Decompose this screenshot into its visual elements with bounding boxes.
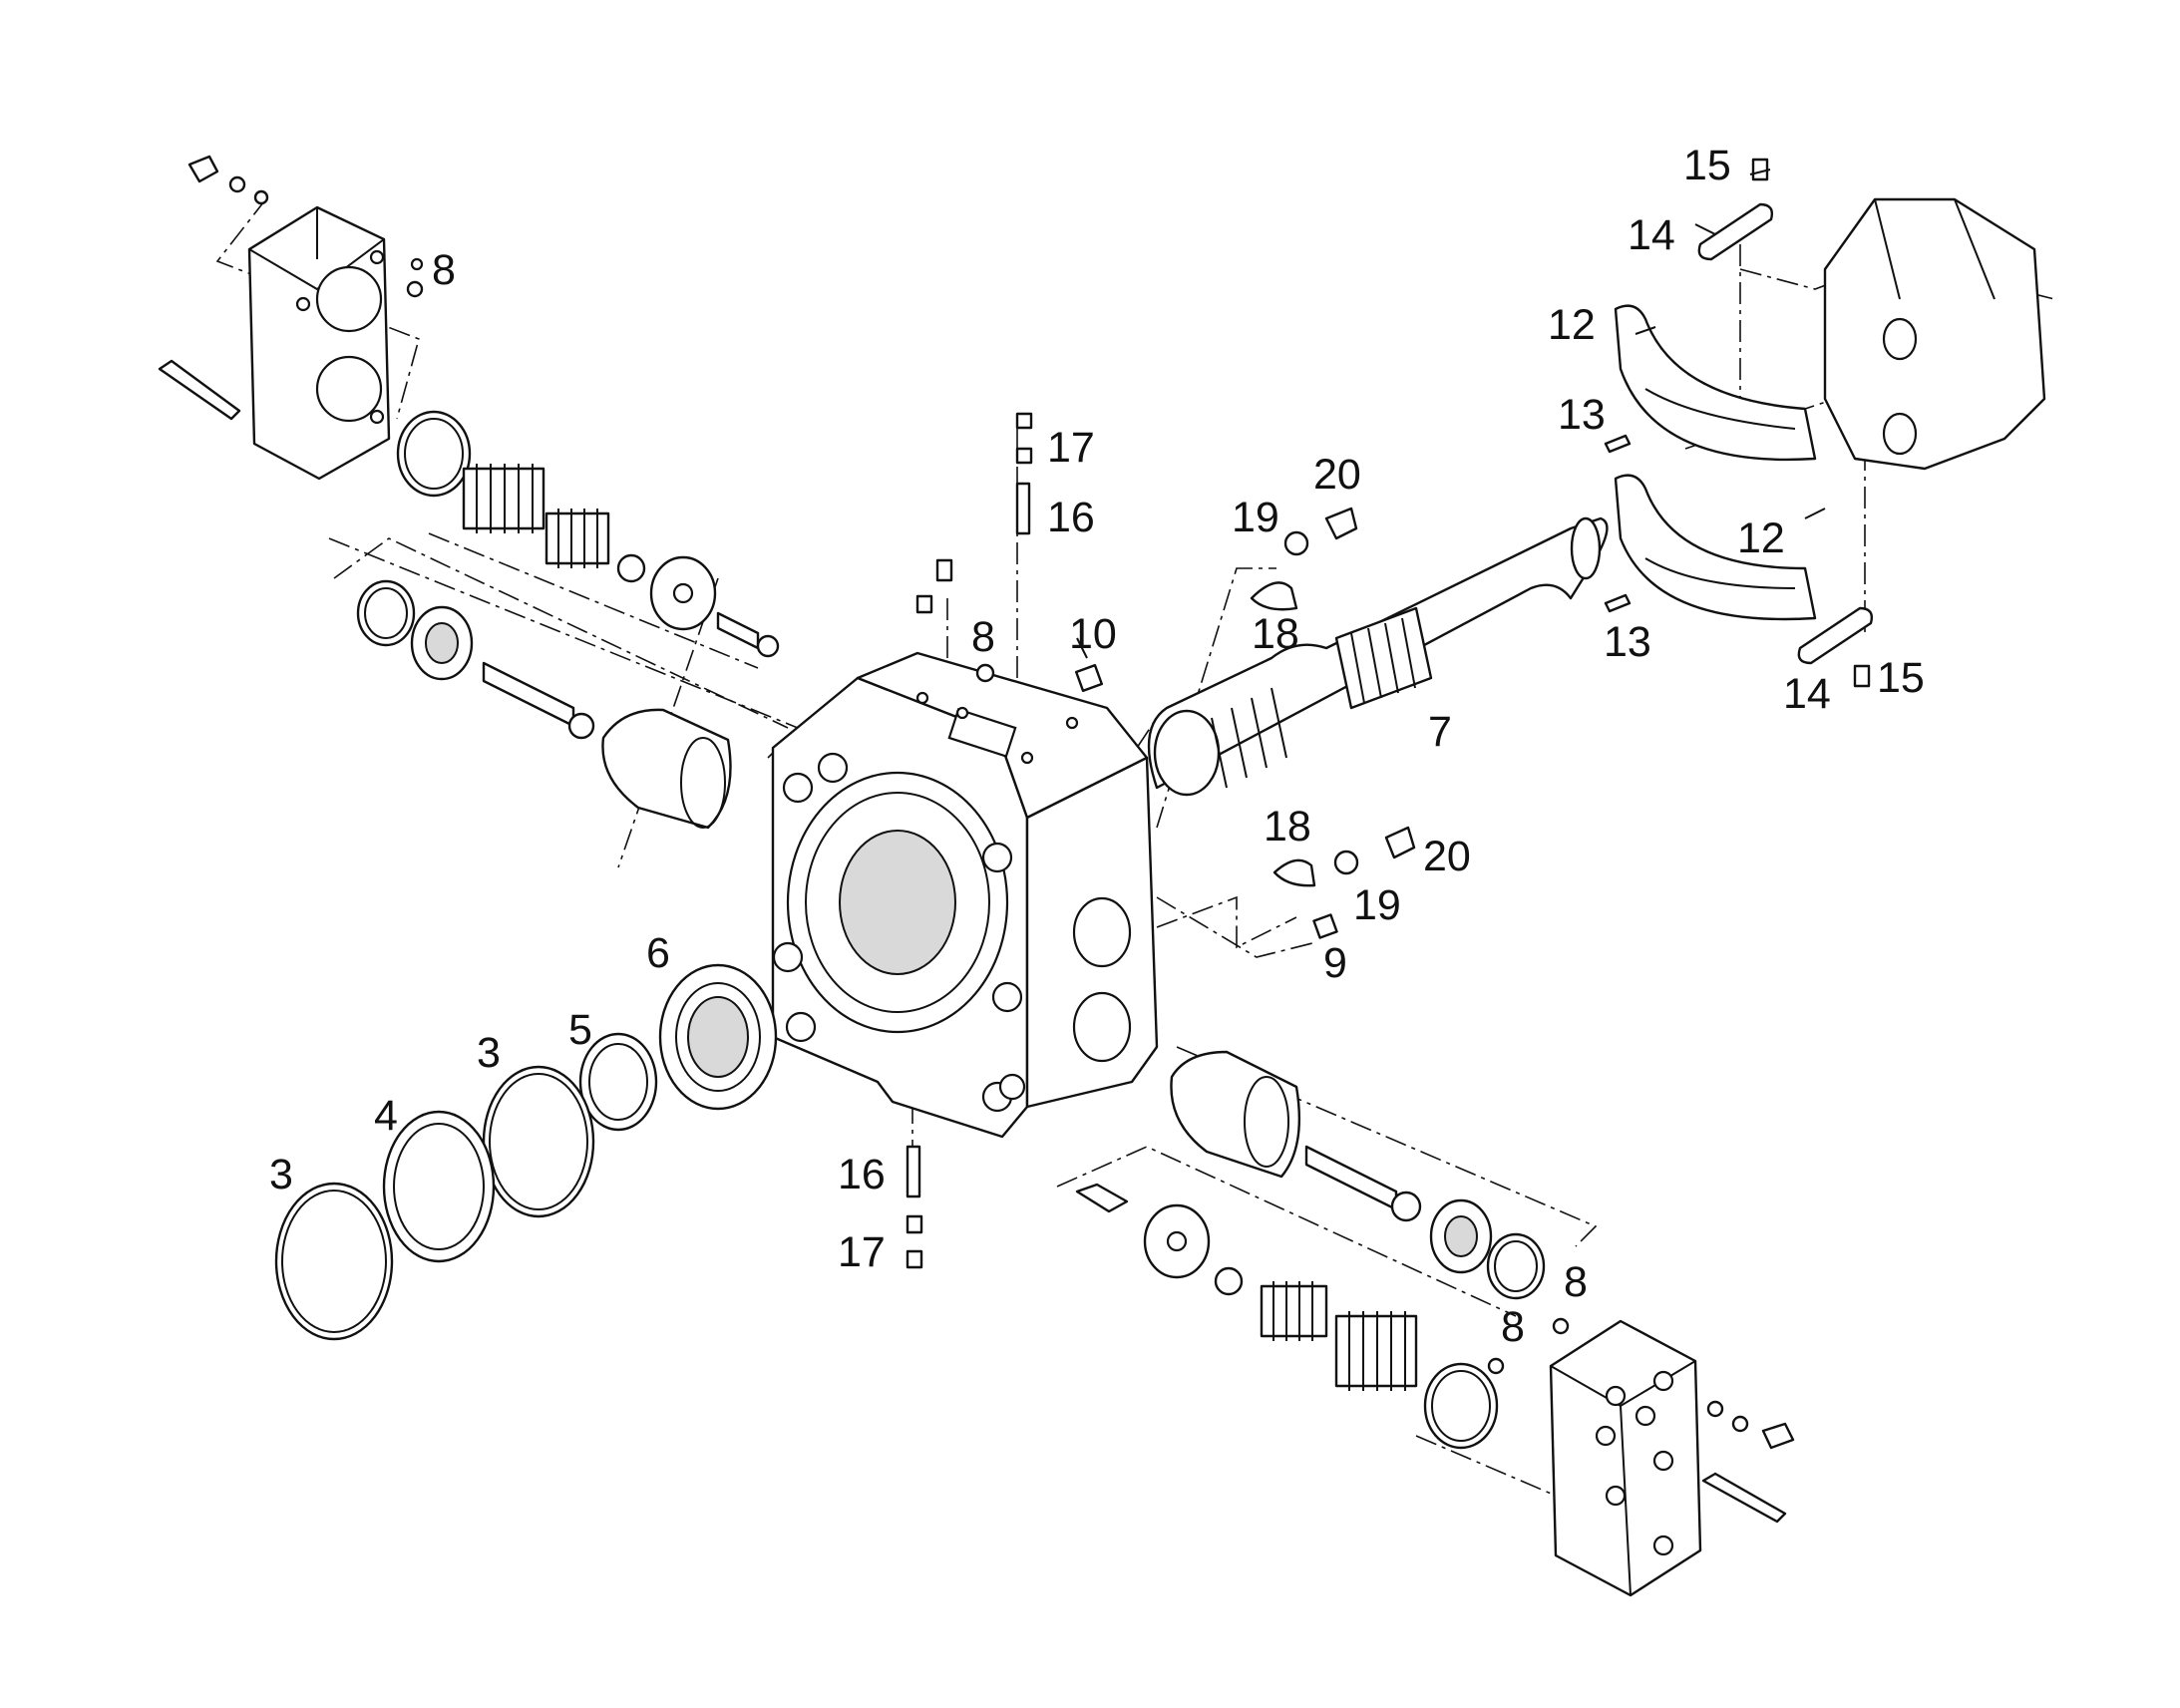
segment-12-upper [1614,304,1817,462]
shaft-spline-end [1153,709,1221,797]
bearing-ring-stack [274,963,778,1341]
o-ring-8-lower-b [1487,1357,1505,1375]
key-18-lower [1272,858,1316,887]
screw-15-lower [1853,664,1871,688]
washer-19-lower [1333,850,1359,875]
pin-17-top [1015,412,1033,430]
upper-spring-small [545,512,610,565]
callout-8: 8 [1564,1258,1588,1306]
callout-19: 19 [1353,881,1401,929]
lower-piston-sleeve [1170,1050,1301,1179]
lower-o-ring [1423,1362,1499,1450]
upper-cover-plate [247,205,391,481]
screw-20-lower [1384,826,1416,859]
swash-assembly [1604,158,2046,688]
callout-4: 4 [374,1092,398,1140]
lower-screw [1075,1183,1129,1213]
upper-left-cover-assembly [158,155,780,658]
lower-seal-ring [1486,1232,1546,1300]
lower-cover-plate [1549,1319,1702,1597]
lower-cap-screw [1761,1422,1795,1450]
callout-10: 10 [1069,610,1117,658]
callout-20: 20 [1423,833,1471,880]
callout-16: 16 [838,1151,886,1198]
callout-15: 15 [1683,142,1731,189]
plug-10 [1074,663,1104,693]
upper-piston-sleeve [601,708,732,830]
lower-right-assembly [406,280,1795,1597]
o-ring-8-housing [975,663,995,683]
screw-15-upper [1751,158,1769,181]
callouts: 15 14 12 13 12 13 14 15 8 17 16 20 19 18… [269,142,1925,1351]
lower-spring-small [1260,1284,1328,1338]
o-ring-8-lower-a [1552,1317,1570,1335]
link-14-upper [1697,202,1774,261]
leader-lines [1076,169,1826,659]
callout-9: 9 [1323,939,1347,987]
spacer-ring [382,1110,496,1263]
swash-bracket [1823,197,2046,471]
callout-13: 13 [1604,618,1651,666]
callout-12: 12 [1737,514,1785,562]
housing-side-port-lower [1072,991,1132,1063]
pin-16-bottom [906,1145,921,1198]
callout-3: 3 [477,1029,501,1077]
o-ring-8-upper [406,280,424,298]
callout-18: 18 [1252,610,1299,658]
pin-17-bottom [906,1249,923,1269]
pin-13-lower [1604,593,1632,613]
callout-7: 7 [1428,708,1452,756]
callout-16: 16 [1047,494,1095,541]
callout-12: 12 [1548,301,1596,349]
callout-8: 8 [971,613,995,661]
callout-20: 20 [1313,451,1361,499]
link-14-lower [1797,606,1874,665]
callout-18: 18 [1264,803,1311,851]
snap-ring-lower [274,1182,394,1341]
pin-13-upper [1604,434,1632,454]
pin-16-top [1015,482,1031,535]
callout-8: 8 [432,246,456,294]
plug-9 [1312,913,1338,939]
callout-17: 17 [1047,424,1095,472]
lower-long-bolt [1701,1472,1787,1524]
segment-12-lower [1614,474,1817,621]
upper-left-piston-assembly [356,579,732,830]
callout-13: 13 [1558,391,1606,439]
washer-19-upper [1283,530,1309,556]
main-housing [771,651,1159,1139]
lower-piston-rod [1304,1145,1398,1211]
upper-seal-ring [356,579,416,647]
callout-14: 14 [1783,670,1831,718]
snap-ring-upper [482,1065,595,1218]
upper-long-bolt [158,359,241,421]
seal-ring-5 [578,1032,658,1132]
upper-piston-rod [482,661,575,728]
housing-side-port-upper [1072,896,1132,968]
callout-14: 14 [1628,211,1675,259]
screw-20-upper [1324,507,1358,540]
callout-3: 3 [269,1151,293,1198]
upper-cap-screw [187,155,219,183]
callout-5: 5 [568,1006,592,1054]
callout-17: 17 [838,1228,886,1276]
upper-o-ring [396,410,472,498]
callout-8: 8 [1501,1303,1525,1351]
drive-shaft [1147,516,1609,797]
key-18-upper [1250,581,1298,611]
callout-15: 15 [1877,654,1925,702]
callout-6: 6 [646,929,670,977]
fasteners-18-19-20 [1250,507,1416,939]
callout-19: 19 [1232,494,1279,541]
pins [906,412,1104,1269]
